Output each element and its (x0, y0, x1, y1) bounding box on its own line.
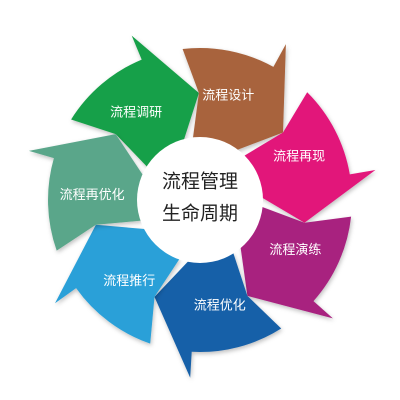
cycle-arrow-segment (71, 35, 199, 168)
cycle-arrow-segment (55, 224, 180, 344)
cycle-segment-label: 流程再现 (273, 150, 325, 165)
cycle-segment-label: 流程再优化 (60, 188, 125, 203)
cycle-segment-label: 流程设计 (202, 88, 254, 103)
center-title-line2: 生命周期 (162, 203, 238, 225)
cycle-segment-label: 流程优化 (194, 299, 246, 314)
cycle-arrow-segment (154, 251, 282, 378)
cycle-segment-label: 流程推行 (103, 274, 155, 289)
cycle-arrow-segment (182, 44, 286, 155)
center-hub (137, 137, 263, 263)
center-title-line1: 流程管理 (162, 171, 238, 193)
cycle-segment-label: 流程演练 (269, 242, 321, 258)
cycle-arrow-segment (243, 92, 376, 223)
cycle-segment-label: 流程调研 (110, 105, 162, 120)
cycle-arrow-segment (238, 206, 352, 319)
cycle-arrow-segment (28, 134, 150, 251)
